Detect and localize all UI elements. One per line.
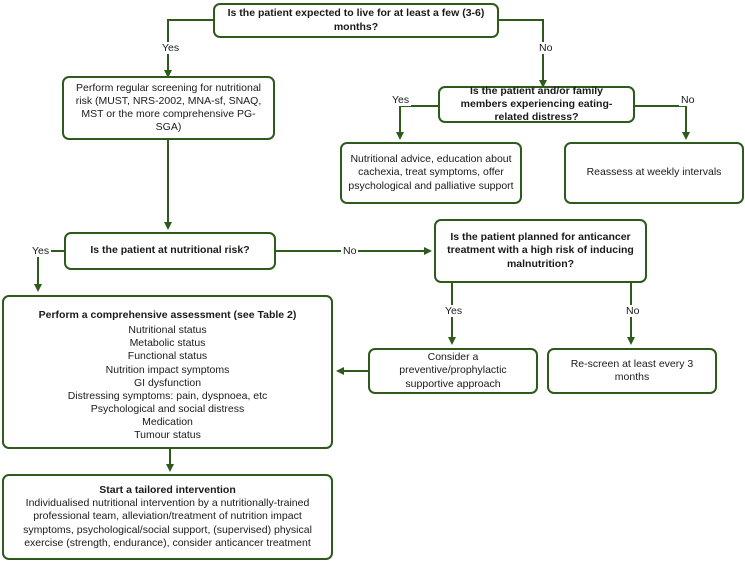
- arrow-q1-no: [499, 19, 547, 88]
- question-eating-distress-text: Is the patient and/or family members exp…: [460, 84, 613, 124]
- label-yes-nutritional-risk: Yes: [30, 245, 52, 257]
- intervention-box: Start a tailored intervention Individual…: [2, 474, 333, 560]
- question-anticancer-treatment: Is the patient planned for anticancer tr…: [434, 219, 647, 283]
- preventive-box: Consider a preventive/prophylactic suppo…: [368, 348, 538, 394]
- advice-box: Nutritional advice, education about cach…: [340, 142, 522, 204]
- arrow-q1-yes: [164, 19, 213, 78]
- label-no-eating-distress: No: [679, 94, 697, 106]
- assessment-item: Nutrition impact symptoms: [105, 363, 230, 376]
- intervention-text: Individualised nutritional intervention …: [23, 497, 312, 549]
- intervention-title: Start a tailored intervention: [99, 484, 236, 497]
- assessment-item: Psychological and social distress: [90, 402, 245, 415]
- assessment-item: Nutritional status: [128, 324, 207, 337]
- question-anticancer-treatment-text: Is the patient planned for anticancer tr…: [447, 231, 634, 270]
- screening-text: Perform regular screening for nutritiona…: [75, 81, 262, 134]
- rescreen-box: Re-screen at least every 3 months: [547, 348, 717, 394]
- arrow-q2-yes: [396, 105, 438, 140]
- assessment-item: Tumour status: [134, 429, 201, 442]
- label-yes-life-expectancy: Yes: [160, 42, 182, 54]
- label-no-nutritional-risk: No: [341, 245, 359, 257]
- assessment-item: Distressing symptoms: pain, dyspnoea, et…: [67, 389, 268, 402]
- assessment-item: GI dysfunction: [133, 376, 202, 389]
- arrow-q2-no: [635, 105, 690, 140]
- label-no-anticancer: No: [624, 305, 642, 317]
- reassess-box: Reassess at weekly intervals: [564, 142, 744, 204]
- advice-text: Nutritional advice, education about cach…: [348, 153, 514, 192]
- label-no-life-expectancy: No: [537, 42, 555, 54]
- assessment-title: Perform a comprehensive assessment (see …: [38, 309, 297, 321]
- assessment-item: Metabolic status: [129, 337, 206, 350]
- assessment-item: Medication: [142, 416, 193, 428]
- reassess-text: Reassess at weekly intervals: [586, 166, 722, 179]
- rescreen-text: Re-screen at least every 3 months: [570, 357, 694, 383]
- label-yes-eating-distress: Yes: [390, 94, 412, 106]
- assessment-box: Perform a comprehensive assessment (see …: [2, 295, 333, 449]
- preventive-text: Consider a preventive/prophylactic suppo…: [399, 351, 507, 390]
- assessment-item: Functional status: [127, 350, 208, 363]
- label-yes-anticancer: Yes: [443, 305, 465, 317]
- question-life-expectancy-text: Is the patient expected to live for at l…: [227, 7, 485, 33]
- question-eating-distress: Is the patient and/or family members exp…: [438, 84, 635, 124]
- screening-box: Perform regular screening for nutritiona…: [62, 76, 275, 140]
- question-nutritional-risk-text: Is the patient at nutritional risk?: [90, 244, 250, 257]
- question-nutritional-risk: Is the patient at nutritional risk?: [64, 232, 276, 270]
- question-life-expectancy: Is the patient expected to live for at l…: [213, 3, 499, 38]
